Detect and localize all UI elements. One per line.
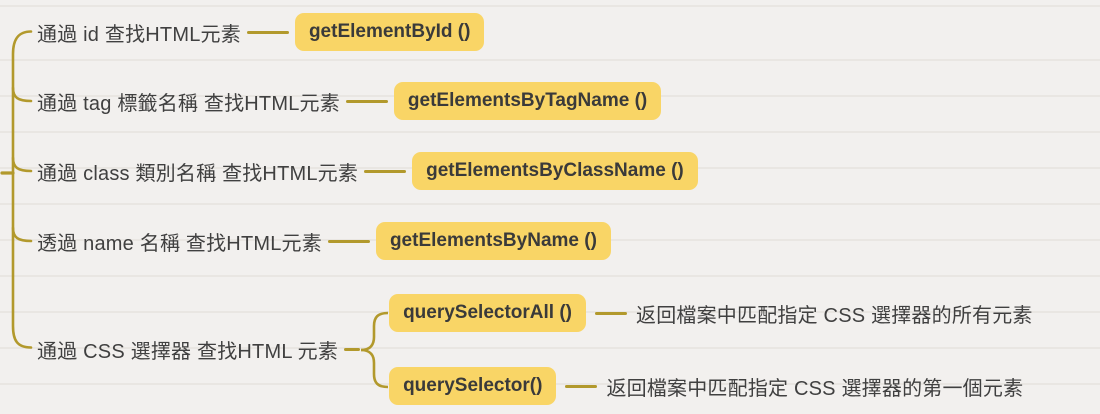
connector-line [345, 99, 388, 103]
connector-line [364, 169, 407, 173]
branch-row-class: 通過 class 類別名稱 查找HTML元素 getElementsByClas… [37, 152, 698, 190]
trunk-line [11, 30, 33, 349]
branch-label[interactable]: 通過 class 類別名稱 查找HTML元素 [37, 162, 359, 185]
branch-row-id: 通過 id 查找HTML元素 getElementById () [37, 13, 485, 51]
branch-curve-row3 [11, 156, 33, 173]
branch-label[interactable]: 通過 id 查找HTML元素 [37, 23, 241, 46]
method-description: 返回檔案中匹配指定 CSS 選擇器的第一個元素 [606, 377, 1024, 400]
branch-curve-row2 [11, 86, 33, 103]
sub-branch-connector [361, 311, 389, 388]
connector-line [595, 311, 627, 315]
method-description: 返回檔案中匹配指定 CSS 選擇器的所有元素 [636, 304, 1033, 327]
method-node[interactable]: getElementById () [294, 13, 485, 51]
branch-curve-row4 [11, 226, 33, 243]
css-selector-children: querySelectorAll () 返回檔案中匹配指定 CSS 選擇器的所有… [389, 294, 1033, 405]
branch-row-name: 透過 name 名稱 查找HTML元素 getElementsByName () [37, 222, 611, 260]
method-node[interactable]: querySelectorAll () [389, 294, 586, 332]
method-node[interactable]: querySelector() [389, 367, 557, 405]
branch-label[interactable]: 透過 name 名稱 查找HTML元素 [37, 232, 322, 255]
method-node[interactable]: getElementsByTagName () [393, 82, 662, 120]
branch-row-css-selector: 通過 CSS 選擇器 查找HTML 元素 querySelectorAll ()… [37, 294, 1033, 405]
connector-line [246, 30, 289, 34]
connector-line [344, 348, 361, 351]
connector-line [327, 239, 370, 243]
branch-label[interactable]: 通過 tag 標籤名稱 查找HTML元素 [37, 92, 340, 115]
branch-row-tag: 通過 tag 標籤名稱 查找HTML元素 getElementsByTagNam… [37, 82, 662, 120]
connector-line [565, 384, 598, 388]
child-row-queryselectorall: querySelectorAll () 返回檔案中匹配指定 CSS 選擇器的所有… [389, 294, 1033, 332]
method-node[interactable]: getElementsByClassName () [412, 152, 698, 190]
method-node[interactable]: getElementsByName () [375, 222, 611, 260]
branch-label[interactable]: 通過 CSS 選擇器 查找HTML 元素 [37, 341, 339, 363]
child-row-queryselector: querySelector() 返回檔案中匹配指定 CSS 選擇器的第一個元素 [389, 367, 1033, 405]
